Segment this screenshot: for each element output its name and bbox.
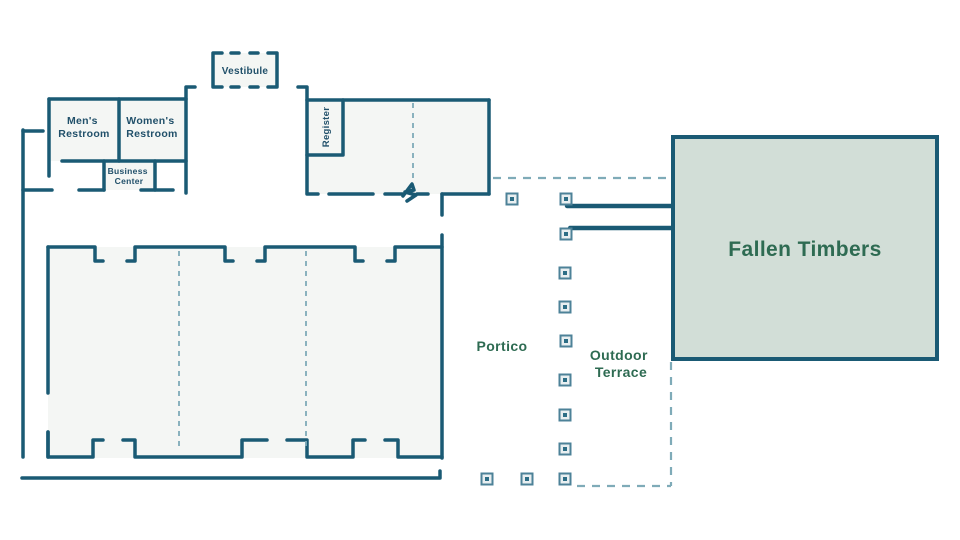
column-marker	[558, 442, 572, 456]
room-fallen-timbers: Fallen Timbers	[671, 135, 939, 361]
wall-vestibule-left	[211, 51, 224, 89]
room-main-hall	[46, 233, 444, 460]
vestibule-label: Vestibule	[222, 66, 269, 77]
area-portico-terrace: Portico Outdoor Terrace	[476, 176, 678, 488]
column-marker	[480, 472, 494, 486]
register-label: Register	[321, 107, 332, 147]
vestibule-floor	[213, 53, 277, 87]
room-vestibule: Vestibule	[211, 51, 279, 89]
room-lobby-register: Register	[296, 85, 491, 217]
column-marker	[558, 472, 572, 486]
wall-lobby-west	[296, 85, 309, 195]
wall-hall-north-1	[46, 245, 105, 263]
wall-business-center-sides	[102, 159, 157, 192]
door-break-symbol	[401, 182, 418, 203]
lobby-floor	[307, 100, 489, 194]
portico-label: Portico	[476, 338, 527, 354]
wall-corridor-east	[184, 85, 197, 195]
column-marker	[558, 266, 572, 280]
business-center-label: Business Center	[108, 166, 151, 186]
column-marker	[558, 300, 572, 314]
business-center-floor	[104, 161, 155, 190]
room-restrooms: Men's Restroom Women's Restroom Business…	[47, 97, 188, 192]
column-marker	[558, 373, 572, 387]
wall-hall-south	[46, 430, 444, 459]
womens-restroom-label: Women's Restroom	[126, 115, 177, 140]
fallen-timbers-floor	[671, 135, 939, 361]
outdoor-terrace-label: Outdoor Terrace	[590, 347, 652, 380]
mens-restroom-label: Men's Restroom	[58, 115, 109, 140]
column-marker	[559, 192, 573, 206]
main-hall-floor	[48, 247, 442, 458]
wall-hall-north-3	[255, 245, 365, 263]
column-marker	[559, 227, 573, 241]
column-marker	[520, 472, 534, 486]
wall-vestibule-right	[266, 51, 279, 89]
wall-hall-north-2	[125, 245, 235, 263]
column-marker	[559, 334, 573, 348]
fallen-timbers-label: Fallen Timbers	[728, 238, 881, 261]
wall-hall-north-4	[385, 245, 444, 263]
wall-register-room	[305, 98, 345, 157]
column-marker	[558, 408, 572, 422]
column-marker	[505, 192, 519, 206]
walls-exterior-west	[20, 85, 442, 480]
wall-south-exterior-line	[20, 469, 442, 480]
